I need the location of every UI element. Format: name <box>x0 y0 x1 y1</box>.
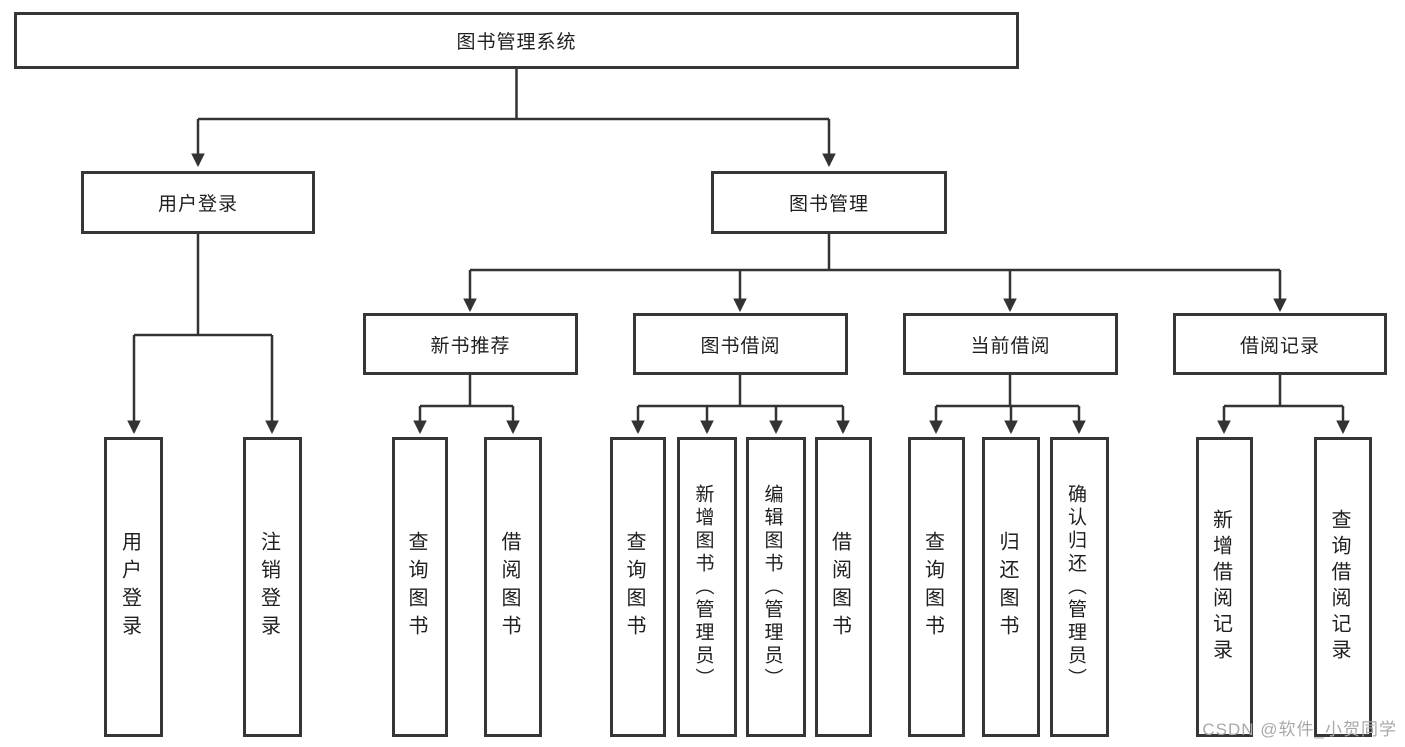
node-leaf-logout: 注销登录 <box>243 437 302 737</box>
node-leaf-add-books-admin: 新增图书（管理员） <box>677 437 737 737</box>
node-book-borrowing: 图书借阅 <box>633 313 848 375</box>
node-label: 归还图书 <box>996 531 1018 643</box>
node-leaf-return-books: 归还图书 <box>982 437 1040 737</box>
node-label: 查询图书 <box>405 531 427 643</box>
node-label: 新增图书（管理员） <box>692 483 714 691</box>
node-borrowing-records: 借阅记录 <box>1173 313 1387 375</box>
node-label: 查询图书 <box>921 531 944 643</box>
node-root-system: 图书管理系统 <box>14 12 1019 69</box>
node-label: 新书推荐 <box>430 335 511 357</box>
node-leaf-query-books-current: 查询图书 <box>908 437 965 737</box>
node-leaf-add-borrow-record: 新增借阅记录 <box>1196 437 1253 737</box>
node-book-management: 图书管理 <box>711 171 947 234</box>
node-label: 注销登录 <box>257 531 280 643</box>
node-label: 图书借阅 <box>700 335 781 357</box>
csdn-watermark: CSDN @软件_小贺同学 <box>1202 720 1397 739</box>
node-leaf-borrow-books-recommend: 借阅图书 <box>484 437 542 737</box>
node-label: 当前借阅 <box>970 335 1051 357</box>
node-leaf-user-login: 用户登录 <box>104 437 163 737</box>
node-label: 查询借阅记录 <box>1328 509 1350 665</box>
node-label: 借阅图书 <box>498 531 520 643</box>
node-label: 借阅图书 <box>828 531 851 643</box>
node-label: 用户登录 <box>157 194 238 215</box>
node-label: 查询图书 <box>623 531 645 643</box>
node-leaf-query-borrow-record: 查询借阅记录 <box>1314 437 1372 737</box>
node-label: 用户登录 <box>118 531 141 643</box>
node-leaf-edit-books-admin: 编辑图书（管理员） <box>746 437 806 737</box>
node-label: 图书管理 <box>788 194 869 215</box>
node-label: 确认归还（管理员） <box>1065 483 1086 691</box>
node-label: 图书管理系统 <box>456 32 577 53</box>
node-label: 借阅记录 <box>1239 335 1320 357</box>
node-label: 编辑图书（管理员） <box>761 483 783 691</box>
node-leaf-borrow-books-borrowing: 借阅图书 <box>815 437 872 737</box>
node-user-login: 用户登录 <box>81 171 315 234</box>
node-leaf-query-books-recommend: 查询图书 <box>392 437 448 737</box>
node-current-borrowing: 当前借阅 <box>903 313 1118 375</box>
node-leaf-confirm-return-admin: 确认归还（管理员） <box>1050 437 1109 737</box>
node-leaf-query-books-borrowing: 查询图书 <box>610 437 666 737</box>
node-label: 新增借阅记录 <box>1209 509 1232 665</box>
node-new-book-recommend: 新书推荐 <box>363 313 578 375</box>
